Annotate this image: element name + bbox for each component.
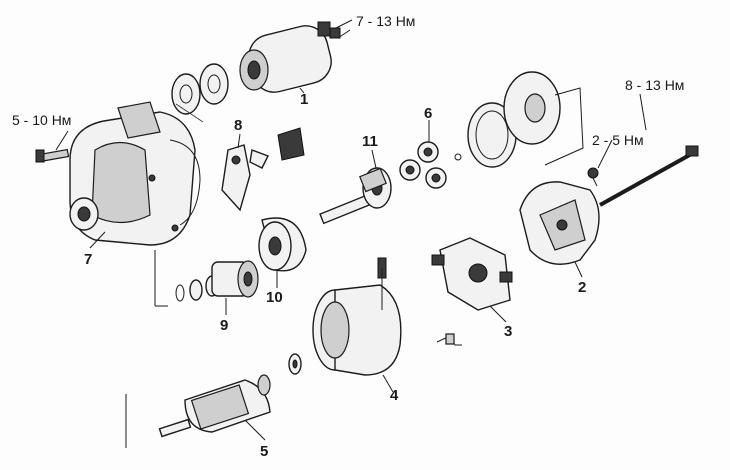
solenoid-switch (239, 19, 353, 93)
callout-lines (55, 29, 647, 448)
internal-gear-ring (467, 102, 517, 168)
armature-bearing (288, 353, 302, 375)
part-number-9: 9 (220, 317, 228, 334)
dust-cover (503, 71, 561, 145)
brush-holder (431, 237, 513, 346)
solenoid-gaskets (171, 63, 229, 123)
part-number-6: 6 (424, 105, 432, 122)
part-number-11: 11 (362, 133, 378, 150)
part-number-5: 5 (260, 443, 268, 460)
rear-end-cover (519, 181, 600, 265)
part-number-7: 7 (84, 251, 92, 268)
yoke (312, 257, 402, 376)
torque-label-housing-bolt: 5 - 10 Нм (12, 112, 71, 128)
through-bolt (599, 145, 699, 207)
shift-lever (221, 127, 305, 212)
armature (158, 374, 271, 438)
pinion-clutch (175, 260, 259, 302)
torque-label-screw: 2 - 5 Нм (592, 132, 644, 148)
cover-callout-line (544, 87, 584, 166)
torque-label-through-bolt: 8 - 13 Нм (625, 77, 684, 93)
part-number-4: 4 (390, 387, 399, 404)
housing-bolt (35, 148, 70, 163)
part-number-8: 8 (234, 117, 242, 134)
planetary-shaft (319, 167, 392, 225)
torque-label-solenoid: 7 - 13 Нм (356, 13, 415, 29)
part-number-3: 3 (504, 323, 512, 340)
lever-plate (258, 217, 307, 272)
planetary-gears (399, 141, 462, 189)
front-housing (69, 101, 201, 246)
part-number-10: 10 (266, 289, 283, 306)
part-number-1: 1 (300, 91, 308, 108)
rear-cover-screw (587, 167, 599, 187)
part-number-2: 2 (578, 279, 586, 296)
